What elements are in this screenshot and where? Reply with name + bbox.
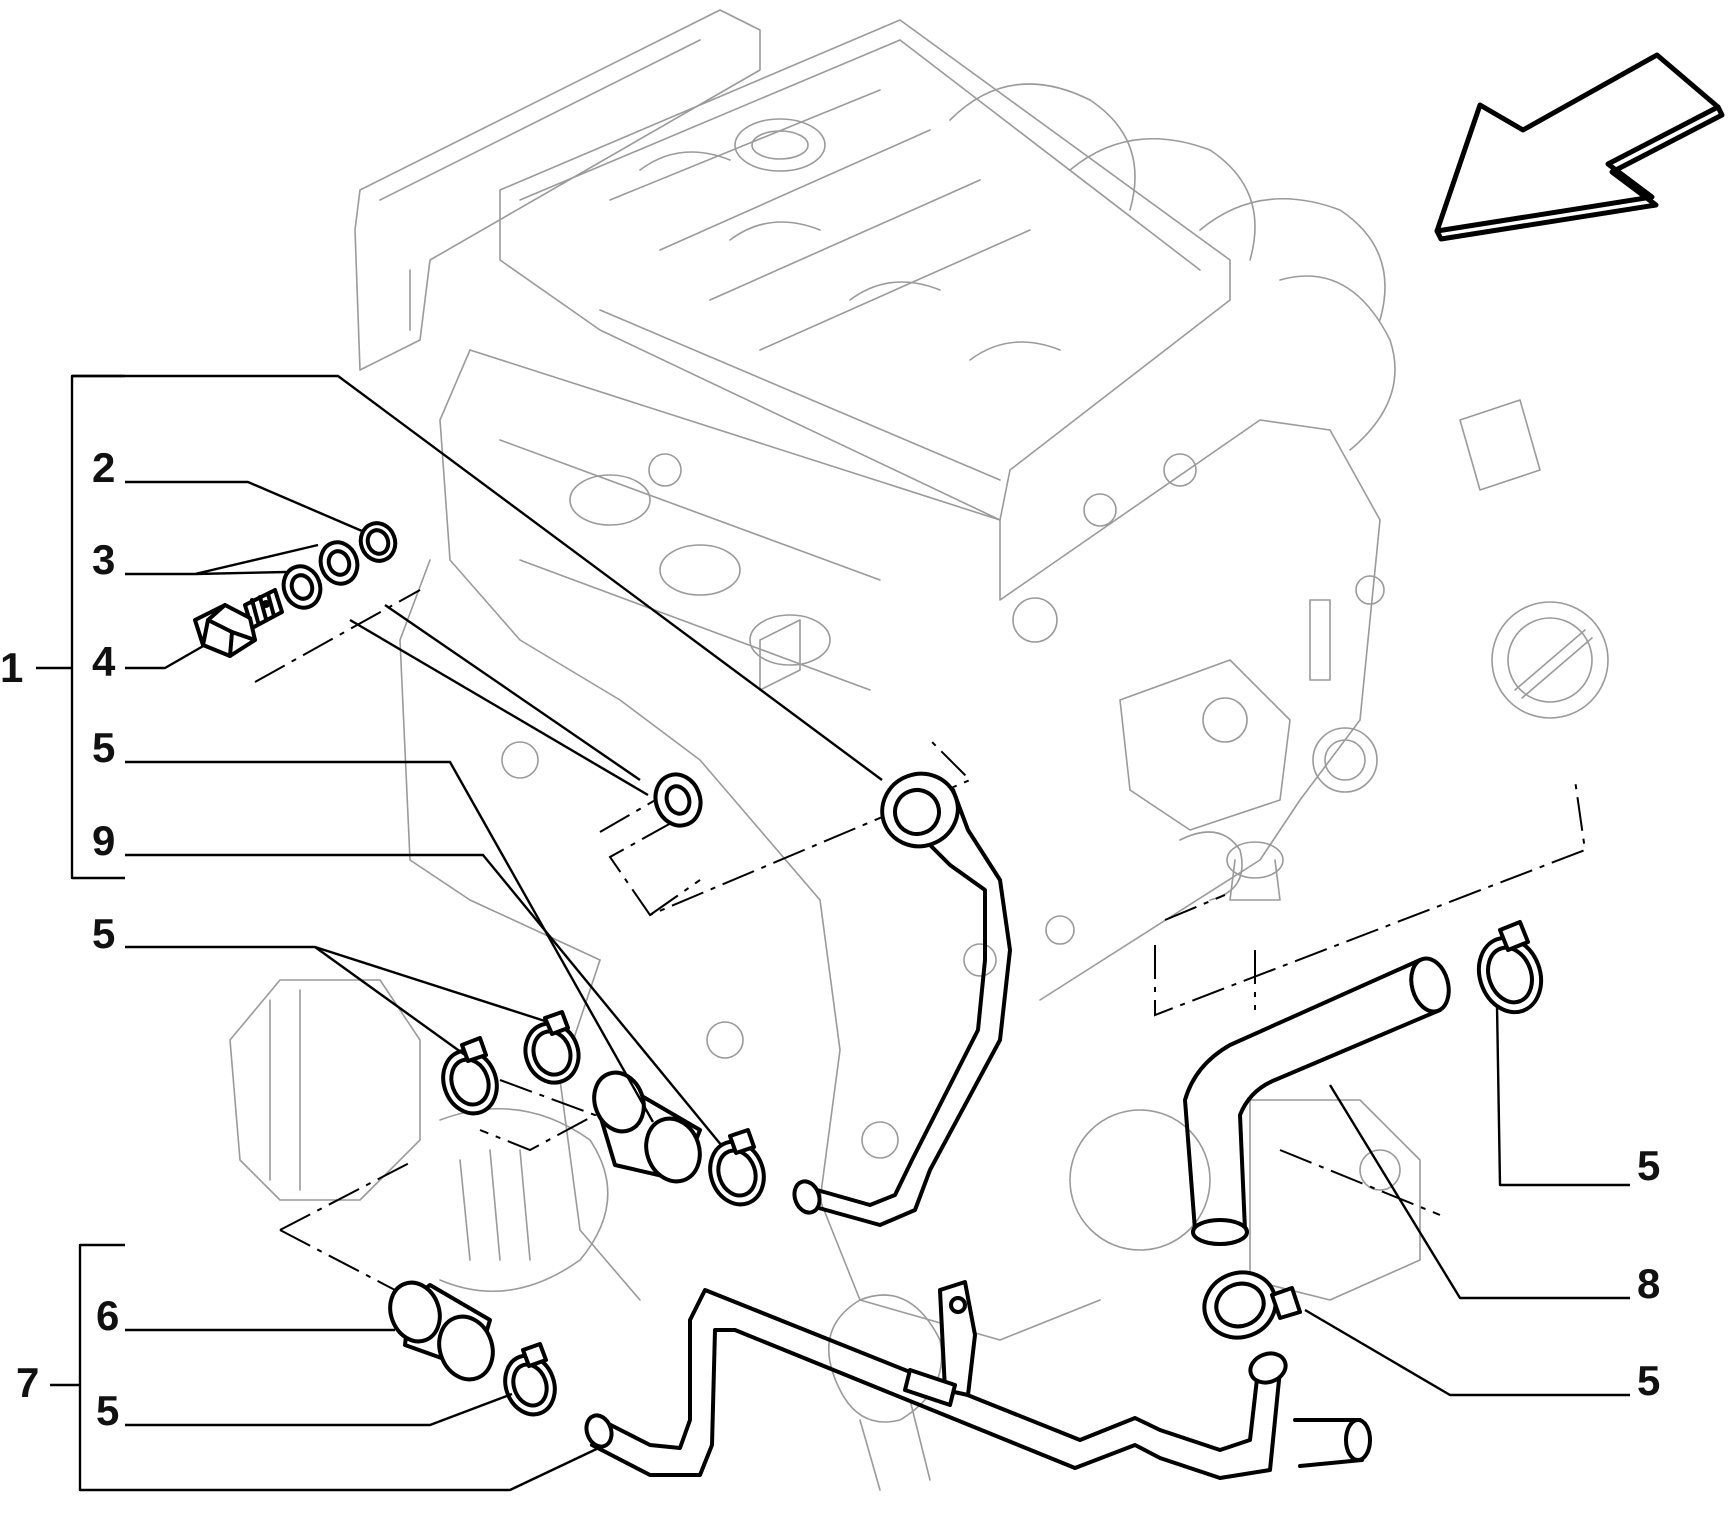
part-5-clamp-a [523, 1010, 581, 1085]
callout-5-right-upper: 5 [1637, 1142, 1660, 1189]
part-1-coolant-pipe [653, 771, 1012, 1227]
part-4-banjo-bolt [193, 588, 284, 658]
callout-1: 1 [0, 644, 23, 691]
callout-8: 8 [1637, 1260, 1660, 1307]
assembly-guide-lines [254, 589, 1587, 1291]
part-8-bent-hose [1183, 956, 1451, 1246]
callout-9: 9 [92, 817, 115, 864]
part-5-clamp-c [708, 1128, 766, 1207]
callout-numbers: 1 2 3 4 5 9 5 6 7 5 5 8 5 [0, 444, 1660, 1434]
part-3-washers [281, 540, 360, 610]
callout-3: 3 [92, 536, 115, 583]
part-5-clamp-f [1202, 1270, 1302, 1340]
part-5-clamp-b [441, 1036, 499, 1116]
callout-6: 6 [96, 1292, 119, 1339]
callout-2: 2 [92, 444, 115, 491]
callout-5-middle-left: 5 [92, 910, 115, 957]
part-5-clamp-e [1476, 920, 1544, 1015]
callout-5-bottom-left: 5 [96, 1387, 119, 1434]
callout-4: 4 [92, 638, 116, 685]
callout-7: 7 [16, 1359, 39, 1406]
callout-5-right-lower: 5 [1637, 1357, 1660, 1404]
engine-block-outline [229, 9, 1609, 1491]
part-9-hose [592, 1070, 702, 1184]
part-5-clamp-d [503, 1342, 557, 1417]
part-6-hose [388, 1280, 495, 1382]
callout-5-top: 5 [92, 724, 115, 771]
part-2-washer [358, 521, 398, 563]
leader-lines [36, 374, 1630, 1492]
view-direction-arrow-icon [1434, 52, 1725, 242]
